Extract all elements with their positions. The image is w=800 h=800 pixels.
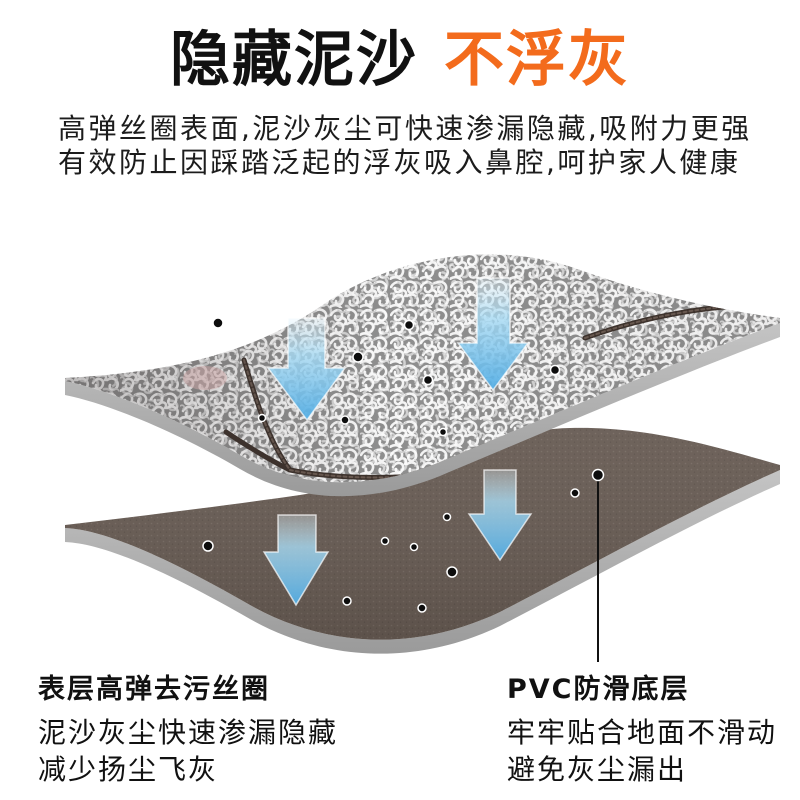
dust-particle-icon <box>257 413 267 423</box>
dust-particle-icon <box>380 536 390 546</box>
subtitle-line-2: 有效防止因踩踏泛起的浮灰吸入鼻腔,呵护家人健康 <box>58 146 741 179</box>
pvc-layer-shading <box>65 427 780 640</box>
headline-highlight: 不浮灰 <box>444 25 630 95</box>
top-layer-heading: 表层高弹去污丝圈 <box>38 674 270 705</box>
dust-particle-icon <box>438 427 448 437</box>
pvc-bottom-layer <box>65 427 780 654</box>
dust-particle-icon <box>442 512 452 522</box>
dust-particle-icon <box>202 540 214 552</box>
dust-particle-icon <box>422 374 434 386</box>
dust-particle-icon <box>212 317 224 329</box>
headline-main: 隐藏泥沙 <box>170 25 418 95</box>
top-layer-desc-2: 减少扬尘飞灰 <box>38 753 219 786</box>
dust-particle-icon <box>403 319 415 331</box>
dust-particle-icon <box>591 468 605 482</box>
down-arrow-icon <box>467 469 533 562</box>
dust-particle-icon <box>446 566 458 578</box>
bottom-layer-heading: PVC防滑底层 <box>507 674 690 705</box>
down-arrow-icon <box>262 514 330 607</box>
pvc-layer-edge <box>65 470 780 654</box>
dust-particles <box>202 317 580 613</box>
bottom-layer-desc-1: 牢牢贴合地面不滑动 <box>507 716 778 749</box>
dust-particle-icon <box>549 364 561 376</box>
down-arrow-icon <box>456 277 530 392</box>
dust-particle-icon <box>570 488 580 498</box>
dust-particle-icon <box>352 351 364 363</box>
dust-particle-icon <box>342 596 352 606</box>
dust-particle-icon <box>417 603 427 613</box>
top-layer-desc-1: 泥沙灰尘快速渗漏隐藏 <box>38 716 339 749</box>
down-arrow-icon <box>266 317 347 422</box>
filtration-arrows <box>262 277 533 607</box>
dust-particle-icon <box>409 542 419 552</box>
dust-particle-icon <box>340 415 350 425</box>
headline: 隐藏泥沙不浮灰 <box>0 24 800 96</box>
bottom-layer-desc-2: 避免灰尘漏出 <box>507 753 688 786</box>
subtitle-line-1: 高弹丝圈表面,泥沙灰尘可快速渗漏隐藏,吸附力更强 <box>58 112 752 145</box>
